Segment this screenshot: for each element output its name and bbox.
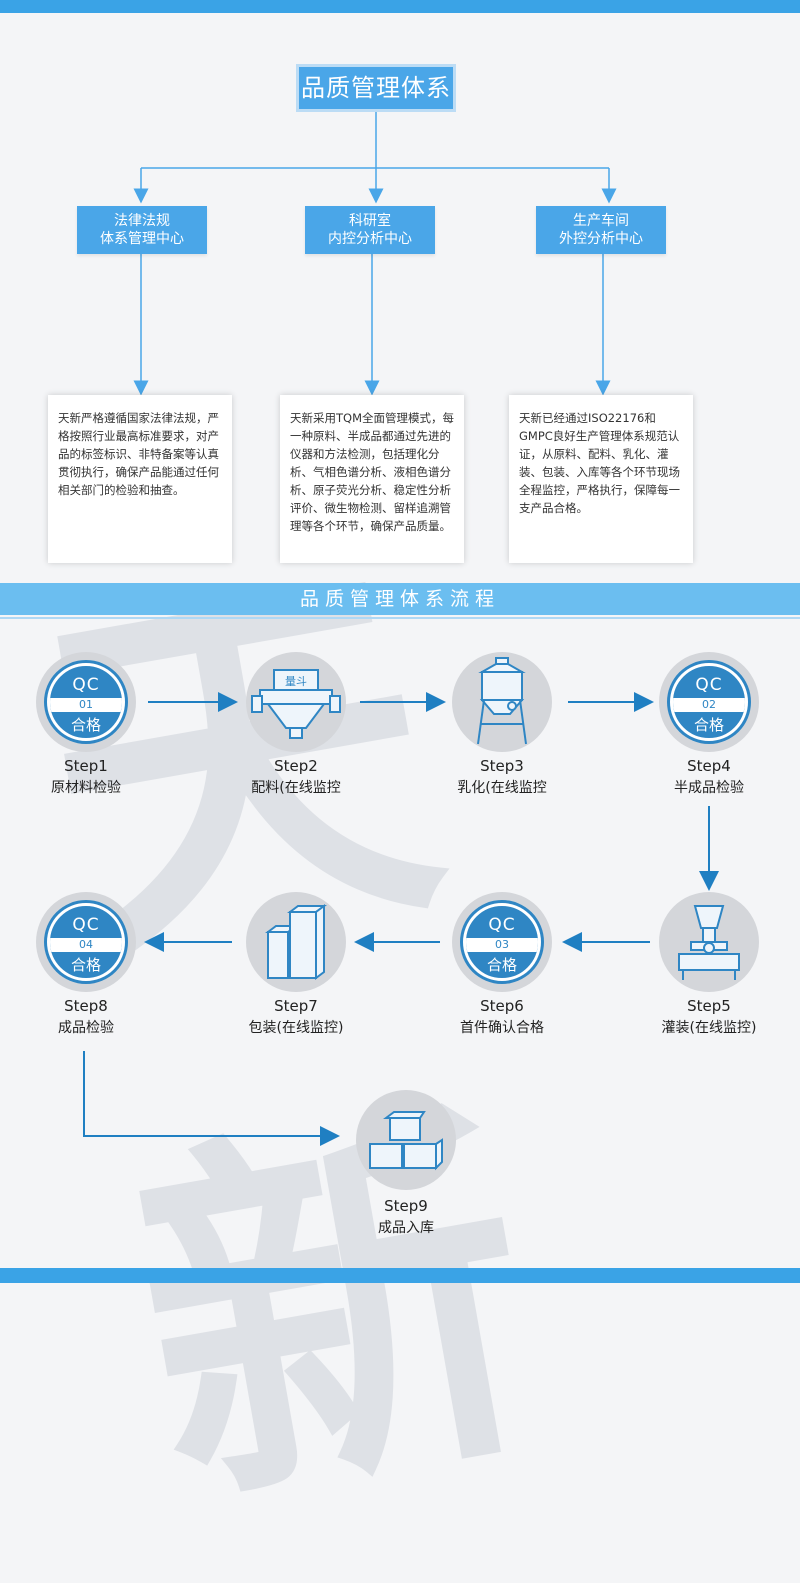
- qc-number: 03: [466, 938, 538, 952]
- qc-number: 04: [50, 938, 122, 952]
- description-lab: 天新采用TQM全面管理模式，每一种原料、半成品都通过先进的仪器和方法检测，包括理…: [280, 395, 464, 563]
- warehouse-boxes-icon: [369, 1111, 443, 1171]
- step6-name: 首件确认合格: [460, 1020, 544, 1036]
- step4-circle: QC 02 合格: [659, 652, 759, 752]
- qc-pass: 合格: [693, 716, 724, 734]
- step5-label: Step5: [687, 997, 731, 1015]
- step5-circle: [659, 892, 759, 992]
- center-legal-line1: 法律法规: [114, 213, 170, 229]
- step3-circle: [452, 652, 552, 752]
- hierarchy-connectors: [133, 112, 617, 396]
- step1-name: 原材料检验: [51, 780, 121, 796]
- bottom-bar: [0, 1268, 800, 1283]
- qc-label: QC: [695, 675, 723, 695]
- step6-label: Step6: [480, 997, 524, 1015]
- step3-label: Step3: [480, 757, 524, 775]
- step1-circle: QC 01 合格: [36, 652, 136, 752]
- process-arrows: [83, 692, 719, 1146]
- step4-label: Step4: [687, 757, 731, 775]
- qc-number: 01: [50, 698, 122, 712]
- center-workshop: 生产车间 外控分析中心: [536, 206, 666, 254]
- step9-label: Step9: [384, 1197, 428, 1215]
- description-legal: 天新严格遵循国家法律法规，严格按照行业最高标准要求，对产品的标签标识、非特备案等…: [48, 395, 232, 563]
- center-workshop-line1: 生产车间: [573, 213, 629, 229]
- qc-label: QC: [488, 915, 516, 935]
- qc-pass: 合格: [486, 956, 517, 974]
- step8-circle: QC 04 合格: [36, 892, 136, 992]
- qc-pass: 合格: [70, 716, 101, 734]
- qc-badge-icon: QC 02 合格: [670, 663, 748, 741]
- center-lab-line1: 科研室: [349, 213, 391, 229]
- step9-circle: [356, 1090, 456, 1190]
- step6-circle: QC 03 合格: [452, 892, 552, 992]
- step7-name: 包装(在线监控): [248, 1020, 344, 1036]
- emulsifier-tank-icon: [477, 657, 527, 745]
- step5-name: 灌装(在线监控): [661, 1020, 757, 1036]
- center-lab: 科研室 内控分析中心: [305, 206, 435, 254]
- qc-badge-icon: QC 04 合格: [47, 903, 125, 981]
- step4-name: 半成品检验: [674, 780, 744, 796]
- hopper-icon: 量斗: [251, 669, 341, 739]
- step9-name: 成品入库: [378, 1220, 434, 1236]
- center-lab-line2: 内控分析中心: [328, 231, 412, 247]
- step7-circle: [246, 892, 346, 992]
- step8-label: Step8: [64, 997, 108, 1015]
- qc-label: QC: [72, 915, 100, 935]
- process-title-band: 品质管理体系流程: [0, 583, 800, 615]
- step8-name: 成品检验: [58, 1020, 114, 1036]
- step2-name: 配料(在线监控: [251, 780, 341, 796]
- step2-label: Step2: [274, 757, 318, 775]
- top-bar: [0, 0, 800, 13]
- packaging-box-icon: [265, 904, 327, 980]
- hopper-text: 量斗: [285, 675, 307, 688]
- center-workshop-line2: 外控分析中心: [559, 231, 643, 247]
- step3-name: 乳化(在线监控: [457, 780, 547, 796]
- filling-machine-icon: [678, 905, 740, 980]
- step7-label: Step7: [274, 997, 318, 1015]
- page-title: 品质管理体系: [296, 64, 456, 112]
- qc-number: 02: [673, 698, 745, 712]
- step1-label: Step1: [64, 757, 108, 775]
- band-underline: [0, 617, 800, 619]
- step2-circle: 量斗: [246, 652, 346, 752]
- center-legal-line2: 体系管理中心: [100, 231, 184, 247]
- center-legal: 法律法规 体系管理中心: [77, 206, 207, 254]
- qc-pass: 合格: [70, 956, 101, 974]
- qc-badge-icon: QC 01 合格: [47, 663, 125, 741]
- qc-label: QC: [72, 675, 100, 695]
- description-workshop: 天新已经通过ISO22176和GMPC良好生产管理体系规范认证，从原料、配料、乳…: [509, 395, 693, 563]
- qc-badge-icon: QC 03 合格: [463, 903, 541, 981]
